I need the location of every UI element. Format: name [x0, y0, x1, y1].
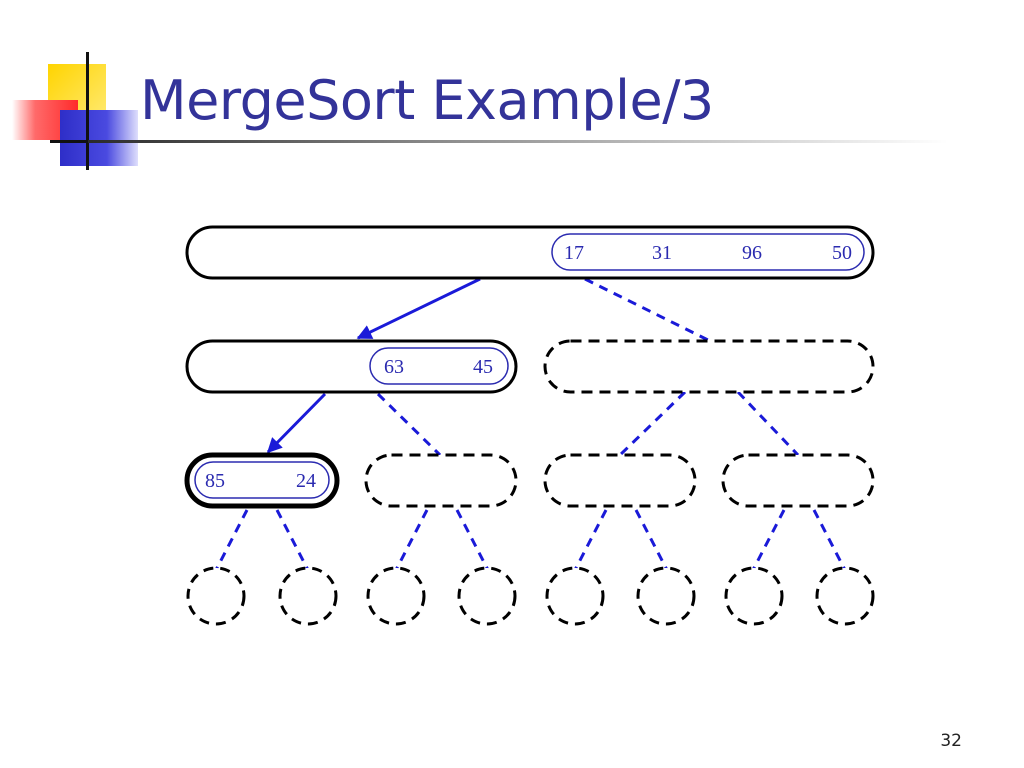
- active-subarray-outline: [194, 461, 330, 499]
- pending-leaf-nodes: [186, 566, 875, 626]
- node-value: 85: [205, 470, 225, 492]
- active-subarray-outline: [369, 347, 509, 385]
- edge-dashed: [751, 509, 786, 571]
- node-value: 31: [652, 242, 672, 264]
- active-subarray-outline: [551, 233, 865, 271]
- tree-leaf-pending: [724, 566, 784, 626]
- edge-arrow-root-to-left: [356, 277, 481, 340]
- edge-arrow-left-to-leftleft: [266, 392, 327, 454]
- tree-node-level1-right: [543, 339, 875, 394]
- tree-leaf-pending: [457, 566, 517, 626]
- tree-node-root: 17 31 96 50: [185, 225, 875, 280]
- edge-dashed: [376, 392, 442, 457]
- tree-leaf-pending: [186, 566, 246, 626]
- tree-leaf-pending: [815, 566, 875, 626]
- title-underline: [88, 140, 948, 143]
- node-value: 96: [742, 242, 762, 264]
- edge-dashed: [214, 509, 249, 571]
- pending-edges: [214, 277, 847, 571]
- edge-dashed: [573, 509, 608, 571]
- tree-node-pending: [721, 453, 875, 508]
- tree-leaf-pending: [278, 566, 338, 626]
- tree-leaf-pending: [545, 566, 605, 626]
- decorative-logo: [0, 0, 140, 175]
- page-number: 32: [940, 731, 962, 751]
- tree-node-level1-left: 63 45: [185, 339, 518, 394]
- edge-dashed: [618, 390, 687, 457]
- pending-level2-nodes: [364, 453, 875, 508]
- tree-node-level2-active: 85 24: [184, 452, 340, 509]
- node-value: 45: [473, 356, 493, 378]
- node-value: 50: [832, 242, 852, 264]
- tree-leaf-pending: [636, 566, 696, 626]
- edge-dashed: [275, 509, 310, 571]
- tree-node-pending: [543, 453, 697, 508]
- edge-dashed: [584, 277, 711, 343]
- logo-blue-square: [60, 110, 138, 166]
- edge-dashed: [736, 390, 800, 457]
- edge-dashed: [394, 509, 429, 571]
- edge-dashed: [812, 509, 847, 571]
- tree-leaf-pending: [366, 566, 426, 626]
- node-value: 24: [296, 470, 316, 492]
- tree-node-pending: [364, 453, 518, 508]
- node-outline: [184, 452, 340, 509]
- logo-vertical-line: [86, 52, 89, 170]
- node-outline: [185, 225, 875, 280]
- node-value: 63: [384, 356, 404, 378]
- edge-dashed: [634, 509, 669, 571]
- active-edges: [266, 277, 481, 454]
- edge-dashed: [455, 509, 490, 571]
- slide-title: MergeSort Example/3: [140, 69, 714, 132]
- node-value: 17: [564, 242, 584, 264]
- node-outline: [185, 339, 518, 394]
